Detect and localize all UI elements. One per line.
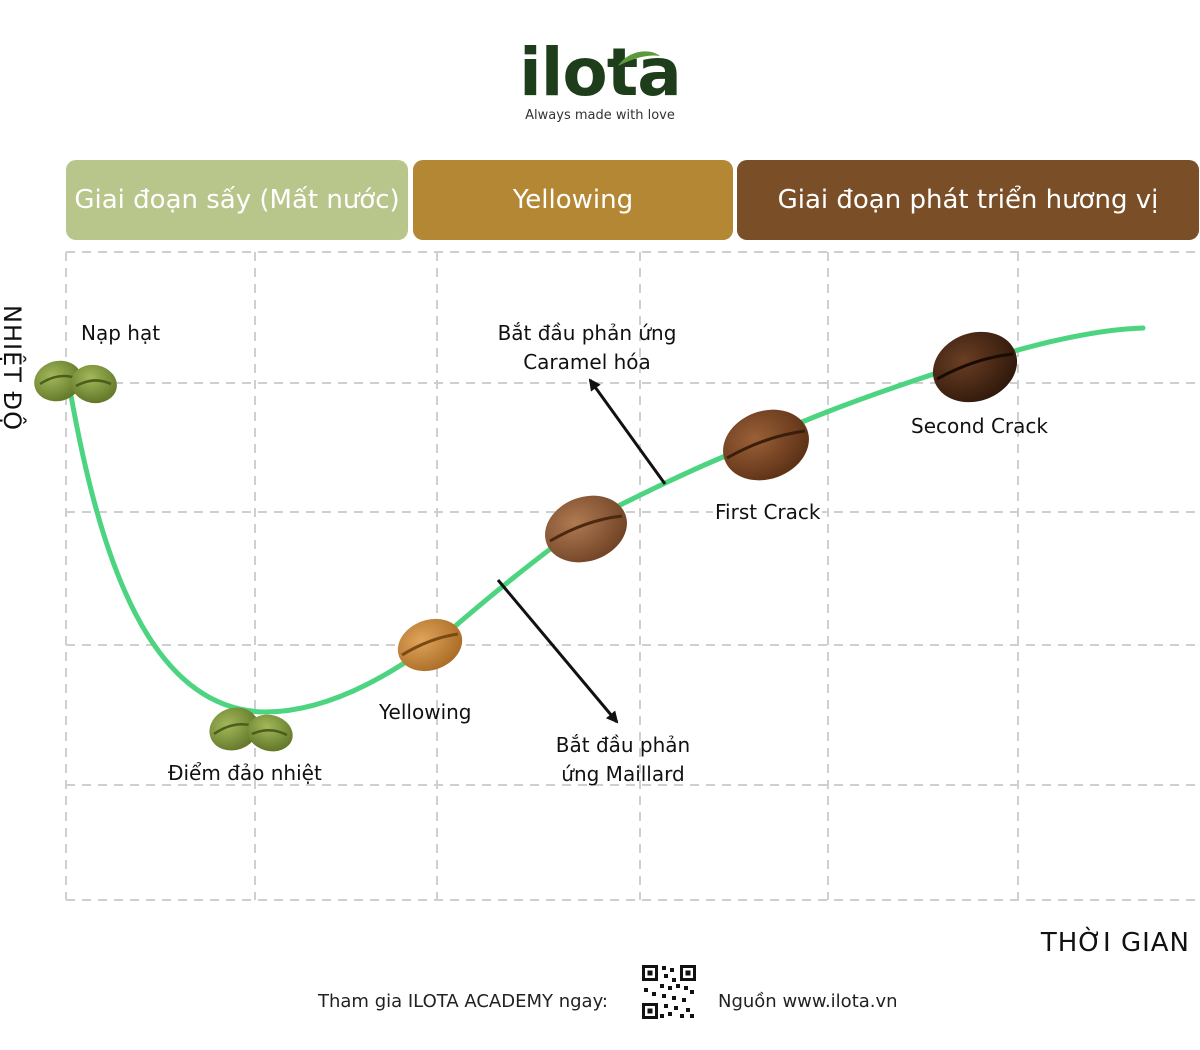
leaf-icon	[618, 51, 660, 66]
phase-drying-label: Giai đoạn sấy (Mất nước)	[74, 185, 400, 215]
bean-yellow	[397, 618, 463, 672]
grid	[65, 251, 1199, 901]
phase-drying: Giai đoạn sấy (Mất nước)	[66, 160, 408, 240]
label-caramel-line2: Caramel hóa	[523, 350, 651, 374]
brand-logo: ilota	[519, 34, 682, 111]
label-caramel: Bắt đầu phản ứng Caramel hóa	[472, 319, 702, 377]
footer-join-text: Tham gia ILOTA ACADEMY ngay:	[318, 991, 608, 1012]
bean-light-roast	[545, 495, 627, 563]
phase-yellowing-label: Yellowing	[512, 185, 634, 215]
bean-medium-roast	[723, 409, 809, 481]
qr-code	[642, 965, 696, 1019]
label-charge: Nạp hạt	[81, 321, 161, 345]
brand-tagline: Always made with love	[525, 108, 675, 123]
label-caramel-line1: Bắt đầu phản ứng	[497, 321, 677, 345]
footer-source-link[interactable]: Nguồn www.ilota.vn	[718, 991, 898, 1012]
label-maillard-line2: ứng Maillard	[561, 762, 685, 786]
phase-yellowing: Yellowing	[413, 160, 733, 240]
label-maillard: Bắt đầu phản ứng Maillard	[523, 731, 723, 789]
bean-dark-roast	[932, 331, 1018, 403]
arrow-caramel	[588, 378, 667, 485]
x-axis-label: THỜI GIAN	[1040, 928, 1190, 958]
y-axis-label: NHIỆT ĐỘ	[0, 305, 26, 432]
arrow-maillard	[496, 579, 619, 724]
bean-green-charge	[34, 360, 117, 404]
label-first-crack: First Crack	[713, 500, 823, 524]
label-second-crack: Second Crack	[911, 414, 1048, 438]
phase-development-label: Giai đoạn phát triển hương vị	[777, 185, 1159, 215]
label-maillard-line1: Bắt đầu phản	[555, 733, 691, 757]
phase-development: Giai đoạn phát triển hương vị	[737, 160, 1199, 240]
label-yellowing: Yellowing	[379, 700, 472, 724]
label-turning-point: Điểm đảo nhiệt	[168, 761, 322, 785]
bean-green-turning	[209, 707, 293, 752]
